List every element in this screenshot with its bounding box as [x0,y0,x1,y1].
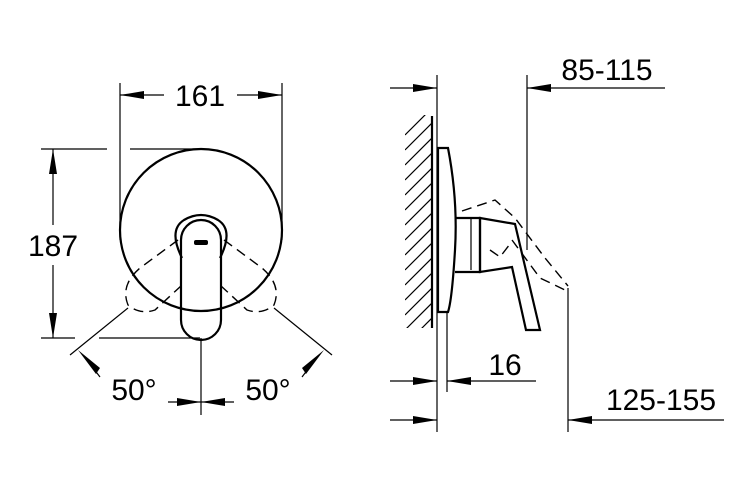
angle-tick-right [301,359,316,378]
arrow-right-icon [258,91,282,99]
escutcheon-side [436,146,457,314]
front-view: 161 187 50° 50° [28,80,333,415]
angle-line-left [69,307,129,356]
dim-label-161: 161 [175,80,225,113]
arrow-left-icon [120,91,144,99]
handle-hub [174,213,228,259]
dim-label-187: 187 [28,230,78,263]
dim-label-16: 16 [488,349,521,382]
lever-rotated-bend [489,243,511,258]
angle-label-left: 50° [111,374,156,407]
arrow-right-icon [413,416,437,424]
handle-rotated-left [125,239,183,313]
arrow-left-icon [527,84,551,92]
arrow-left-icon [568,416,592,424]
dim-label-85-115: 85-115 [561,54,652,87]
arrow-right-icon [413,84,437,92]
arrow-up-icon [49,149,57,174]
escutcheon-plate [118,147,284,313]
lever-rotated-outline [461,199,569,287]
hub-body [455,216,482,274]
dim-label-125-155: 125-155 [606,384,716,417]
angle-arrow-center-right-icon [201,398,225,406]
handle-marker-icon [194,240,208,245]
lever-side [478,216,542,332]
lever-handle [179,218,223,342]
arrow-down-icon [49,313,57,338]
angle-arrow-center-left-icon [177,398,201,406]
lever-rotated-inner [511,239,566,291]
angle-line-right [273,307,333,356]
arrow-right-icon [413,377,437,385]
wall-hatch [405,115,433,328]
handle-rotated-right [219,239,277,313]
arrow-left-icon [447,377,471,385]
side-view: 85-115 16 125-155 [390,54,724,432]
angle-label-right: 50° [245,374,290,407]
angle-tick-left [86,359,101,378]
